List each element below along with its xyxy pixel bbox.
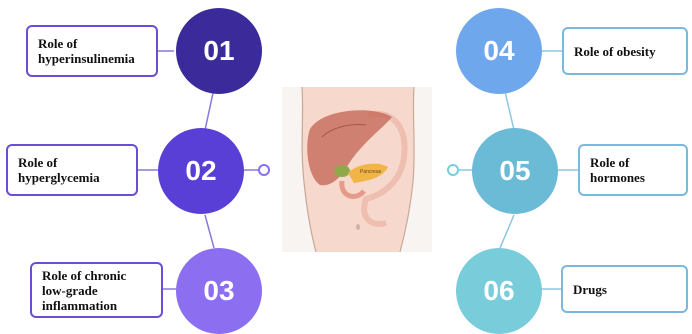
label-01: Role of hyperinsulinemia <box>38 36 135 66</box>
label-04: Role of obesity <box>574 44 656 59</box>
label-box-01: Role of hyperinsulinemia <box>26 25 158 77</box>
label-box-06: Drugs <box>561 265 688 313</box>
number-circle-04: 04 <box>456 8 542 94</box>
number-circle-01: 01 <box>176 8 262 94</box>
label-box-02: Role of hyperglycemia <box>6 144 138 196</box>
number-circle-03: 03 <box>176 248 262 334</box>
number-03: 03 <box>203 275 234 307</box>
label-06: Drugs <box>573 282 607 297</box>
connector-dot-right <box>447 164 459 176</box>
liver-pancreas-anatomy-illustration: Pancreas <box>282 87 432 252</box>
label-box-05: Role of hormones <box>578 144 688 196</box>
label-box-03: Role of chronic low-grade inflammation <box>30 262 163 318</box>
number-01: 01 <box>203 35 234 67</box>
pancreas-label: Pancreas <box>360 169 382 175</box>
number-circle-05: 05 <box>472 128 558 214</box>
label-05: Role of hormones <box>590 155 645 185</box>
number-06: 06 <box>483 275 514 307</box>
number-circle-06: 06 <box>456 248 542 334</box>
number-04: 04 <box>483 35 514 67</box>
number-02: 02 <box>185 155 216 187</box>
connector-dot-left <box>258 164 270 176</box>
number-05: 05 <box>499 155 530 187</box>
label-03: Role of chronic low-grade inflammation <box>42 268 151 313</box>
label-02: Role of hyperglycemia <box>18 155 126 185</box>
number-circle-02: 02 <box>158 128 244 214</box>
label-box-04: Role of obesity <box>562 27 688 75</box>
